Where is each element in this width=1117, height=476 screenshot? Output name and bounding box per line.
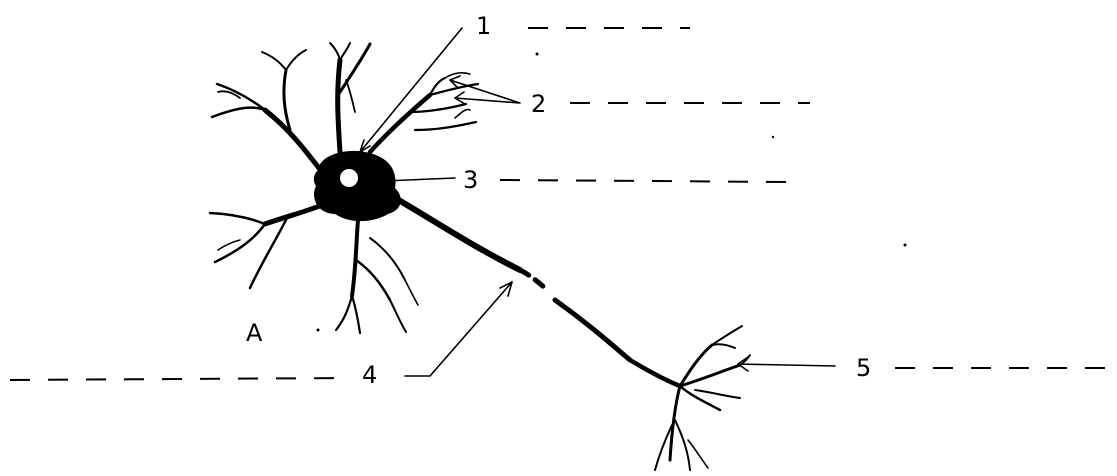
- label-3: 3: [463, 166, 478, 194]
- stray-dots: [316, 52, 907, 332]
- axon-terminal: [654, 325, 751, 471]
- dendrites: [208, 42, 480, 335]
- label-1: 1: [476, 12, 491, 40]
- pointer-1: [359, 27, 690, 153]
- label-5: 5: [856, 354, 871, 382]
- label-2: 2: [531, 90, 546, 118]
- pointer-3: [359, 174, 791, 190]
- pointer-4: [9, 281, 513, 381]
- pointer-5: [737, 356, 1117, 372]
- nucleus: [340, 169, 358, 187]
- pointer-2: [449, 75, 810, 105]
- label-4: 4: [362, 361, 377, 389]
- soma: [313, 150, 401, 222]
- label-a: A: [246, 319, 263, 347]
- axon: [387, 192, 683, 389]
